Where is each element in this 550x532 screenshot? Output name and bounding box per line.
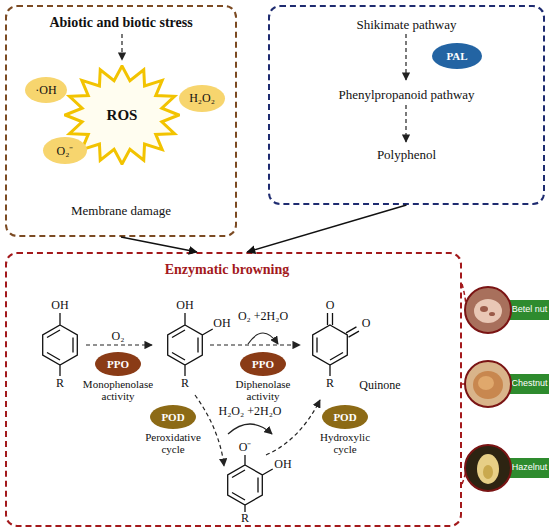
- molecules: [43, 313, 359, 512]
- radical-ellipse: O₂⁻: [43, 137, 87, 164]
- node-text: Chestnut: [511, 379, 547, 389]
- radical-ellipse: H₂O₂: [179, 85, 225, 112]
- chemical-label: O⁻: [205, 441, 285, 454]
- node-text: Hazelnut: [512, 463, 548, 473]
- dashed-arrow: [210, 344, 300, 345]
- phenoxyl-ring: [228, 455, 273, 512]
- chemical-label: R: [145, 377, 225, 390]
- node-text: ROS: [107, 107, 138, 124]
- chemical-label: OH: [243, 458, 323, 471]
- node-text: Phenylpropanoid pathway: [270, 87, 543, 103]
- nut-label: Hazelnut: [506, 458, 549, 478]
- betel-nut-image: [465, 287, 511, 333]
- betel-nut-kernel: [474, 299, 502, 323]
- chemical-label: R: [290, 377, 370, 390]
- chestnut-image: [465, 361, 511, 407]
- node-text: Peroxidative cycle: [138, 431, 208, 455]
- hazelnut-center: [483, 465, 493, 479]
- enzyme-oval: PPOMonophenolase activity: [95, 352, 141, 376]
- node-text: Diphenolase activity: [220, 378, 306, 402]
- enzyme-oval: PPODiphenolase activity: [240, 352, 286, 376]
- catechol-ring: [168, 313, 213, 376]
- chemical-label: OH: [20, 299, 100, 312]
- dashed-arrow: [121, 34, 122, 60]
- enzyme-oval: PAL: [432, 43, 482, 69]
- node-text: Polyphenol: [270, 147, 543, 163]
- leader-lines: [462, 284, 466, 484]
- phenol-ring: [43, 313, 78, 376]
- chemical-label: R: [20, 377, 100, 390]
- chemical-label: O: [326, 317, 406, 330]
- chemical-label: Quinone: [340, 379, 420, 392]
- chemical-label: O₂ +2H₂O: [223, 310, 303, 323]
- flow-arrow: [121, 237, 197, 252]
- curved-arrow: [248, 333, 278, 344]
- betel-nut-spot: [480, 306, 488, 312]
- node-text: Monophenolase activity: [75, 378, 161, 402]
- node-text: PPO: [252, 358, 274, 370]
- dashed-arrow: [86, 344, 152, 345]
- flow-arrow: [247, 205, 406, 252]
- node-text: Betel nut: [512, 305, 548, 315]
- chemical-label: OH: [145, 299, 225, 312]
- curved-arrow: [228, 424, 272, 434]
- quinone-ring: [313, 313, 359, 376]
- node-text: PPO: [107, 358, 129, 370]
- betel-nut-spot: [489, 312, 495, 316]
- dashed-arrow: [405, 34, 406, 80]
- enzyme-oval: PODHydroxylic cycle: [322, 405, 368, 429]
- chemical-label: R: [205, 512, 285, 525]
- chemical-label: O: [290, 299, 370, 312]
- chestnut-center: [478, 376, 494, 390]
- node-text: Enzymatic browning: [7, 262, 447, 278]
- hazelnut-image: [465, 445, 511, 491]
- chemical-label: H₂O₂ +2H₂O: [210, 405, 290, 418]
- node-text: PAL: [446, 50, 467, 62]
- node-text: O₂⁻: [57, 142, 74, 159]
- node-text: Membrane damage: [7, 203, 235, 219]
- nut-label: Betel nut: [506, 300, 549, 320]
- node-text: Abiotic and biotic stress: [7, 15, 235, 31]
- node-text: H₂O₂: [189, 91, 215, 106]
- radical-ellipse: ·OH: [25, 77, 67, 103]
- pathway-box: Shikimate pathwayPhenylpropanoid pathway…: [268, 5, 545, 205]
- dashed-arrow: [405, 105, 406, 142]
- node-text: POD: [161, 411, 184, 423]
- leader-line: [462, 383, 466, 385]
- node-text: POD: [333, 411, 356, 423]
- chestnut-kernel: [473, 371, 503, 399]
- stress-box: Abiotic and biotic stressMembrane damage…: [5, 5, 237, 237]
- node-text: Hydroxylic cycle: [310, 431, 380, 455]
- leader-line: [462, 468, 466, 484]
- leader-line: [462, 284, 466, 310]
- node-text: Shikimate pathway: [270, 17, 543, 33]
- chemical-label: O₂: [78, 330, 158, 343]
- node-text: ·OH: [35, 83, 56, 98]
- hazelnut-kernel: [477, 454, 499, 484]
- enzyme-oval: PODPeroxidative cycle: [150, 405, 196, 429]
- nut-label: Chestnut: [506, 374, 549, 394]
